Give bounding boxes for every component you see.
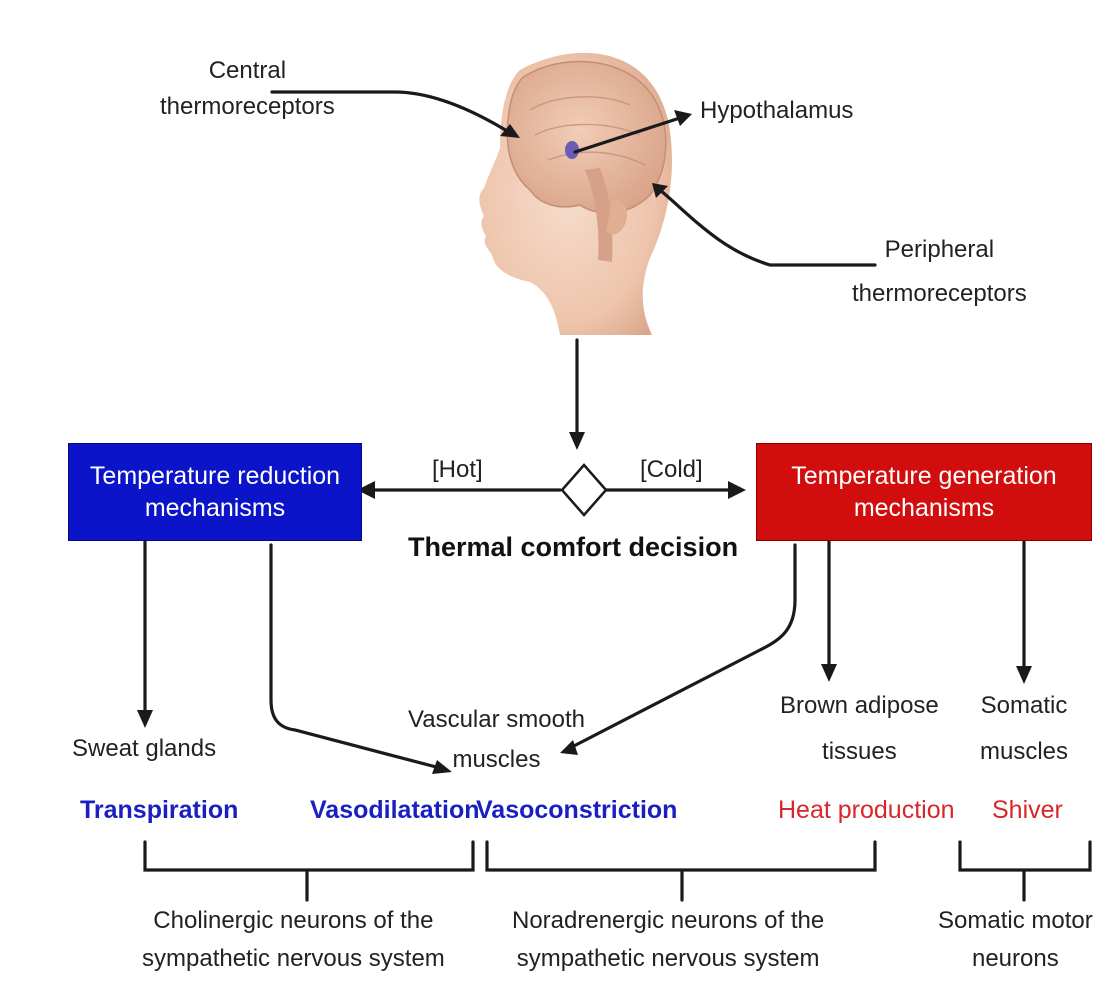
central-thermoreceptors-label: Central thermoreceptors <box>160 53 335 125</box>
cholinergic-neurons-label: Cholinergic neurons of the sympathetic n… <box>142 902 445 978</box>
hot-label: [Hot] <box>432 455 483 485</box>
vascular-smooth-muscles-label: Vascular smooth muscles <box>408 700 585 780</box>
shiver-label: Shiver <box>992 796 1063 825</box>
noradrenergic-bracket <box>487 842 875 900</box>
sweat-glands-label: Sweat glands <box>72 734 216 764</box>
hypothalamus-label: Hypothalamus <box>700 96 853 126</box>
somatic-motor-neurons-label: Somatic motor neurons <box>938 902 1093 978</box>
transpiration-label: Transpiration <box>80 796 238 825</box>
noradrenergic-neurons-label: Noradrenergic neurons of the sympathetic… <box>512 902 824 978</box>
peripheral-thermoreceptors-label: Peripheral thermoreceptors <box>852 228 1027 316</box>
temperature-generation-label: Temperature generation mechanisms <box>791 460 1056 524</box>
thermal-comfort-decision-label: Thermal comfort decision <box>408 532 738 563</box>
vasoconstriction-label: Vasoconstriction <box>476 796 677 825</box>
cold-label: [Cold] <box>640 455 703 485</box>
temperature-reduction-label: Temperature reduction mechanisms <box>90 460 340 524</box>
somatic-muscles-label: Somatic muscles <box>980 683 1068 775</box>
brain-shape <box>507 62 666 213</box>
somatic-bracket <box>960 842 1090 900</box>
generation-to-vascular-arrow <box>570 545 795 748</box>
temperature-generation-box: Temperature generation mechanisms <box>756 443 1092 541</box>
temperature-reduction-box: Temperature reduction mechanisms <box>68 443 362 541</box>
peripheral-arrow <box>660 190 875 265</box>
heat-production-label: Heat production <box>778 796 955 825</box>
vasodilatation-label: Vasodilatation <box>310 796 479 825</box>
brown-adipose-tissues-label: Brown adipose tissues <box>780 683 939 775</box>
cholinergic-bracket <box>145 842 473 900</box>
decision-diamond <box>562 465 606 515</box>
